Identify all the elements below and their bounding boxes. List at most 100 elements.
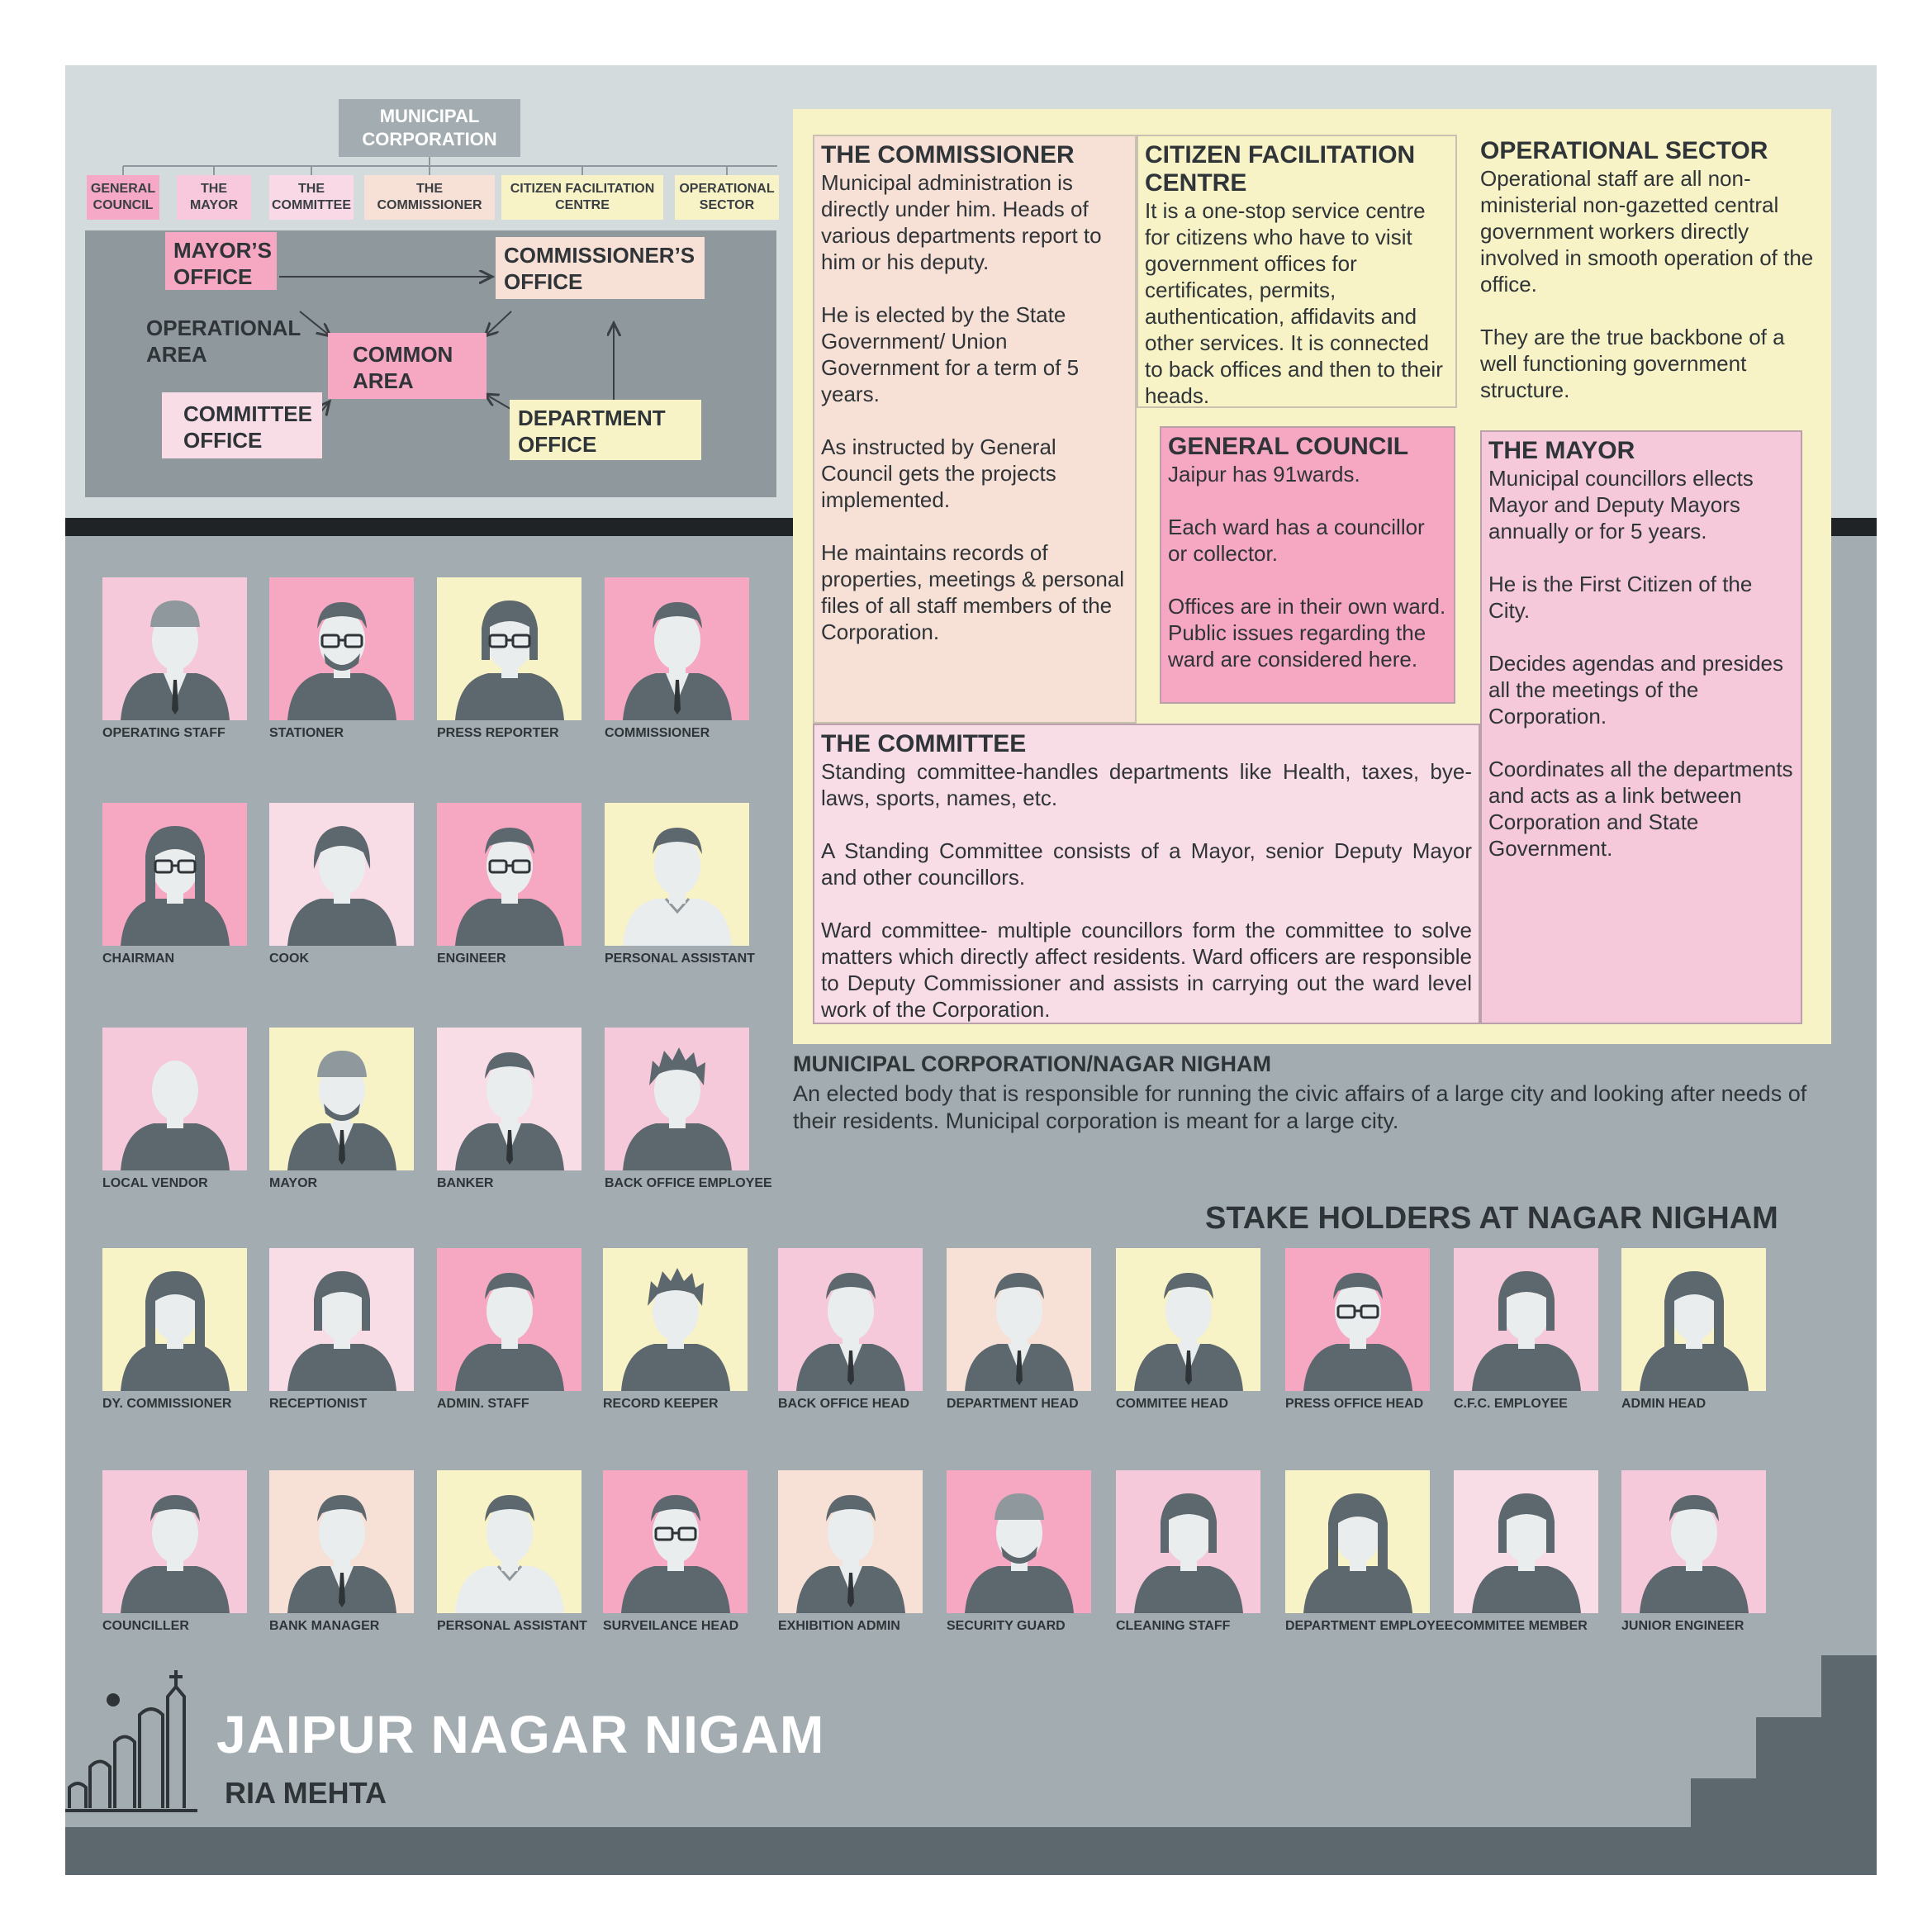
stakeholder-label: EXHIBITION ADMIN [778, 1619, 900, 1633]
general-council-paragraph: Jaipur has 91wards. [1168, 462, 1360, 487]
stakeholder-label: PRESS REPORTER [437, 726, 559, 740]
stair-step [1821, 1655, 1877, 1827]
avatar-department-head [947, 1248, 1091, 1391]
stakeholder-label: PRESS OFFICE HEAD [1285, 1397, 1424, 1411]
mayor-paragraph: Coordinates all the departments and acts… [1488, 757, 1793, 861]
general-council-paragraph: Each ward has a councillor or collector. [1168, 515, 1425, 566]
info-panel: THE COMMISSIONER Municipal administratio… [793, 109, 1831, 1044]
org-root-box: MUNICIPAL CORPORATION [339, 99, 520, 157]
avatar-department-employee [1285, 1470, 1430, 1613]
committee-paragraph: A Standing Committee consists of a Mayor… [821, 838, 1472, 890]
stakeholder-label: C.F.C. EMPLOYEE [1454, 1397, 1568, 1411]
stakeholder-label: STATIONER [269, 726, 344, 740]
general-council-title: GENERAL COUNCIL [1168, 433, 1409, 460]
stakeholder-label: DEPARTMENT HEAD [947, 1397, 1079, 1411]
operational-area-label: OPERATIONAL AREA [146, 316, 301, 367]
stakeholder-label: MAYOR [269, 1176, 318, 1190]
stakeholder-label: ADMIN. STAFF [437, 1397, 529, 1411]
mayors-office-box: MAYOR’S OFFICE [165, 232, 277, 290]
stakeholder-label: ENGINEER [437, 952, 506, 966]
avatar-security-guard [947, 1470, 1091, 1613]
stakeholder-label: COMMITEE MEMBER [1454, 1619, 1588, 1633]
stakeholder-label: DY. COMMISSIONER [102, 1397, 232, 1411]
commissioner-section: THE COMMISSIONER Municipal administratio… [813, 135, 1137, 724]
stakeholder-label: BANK MANAGER [269, 1619, 380, 1633]
committee-paragraph: Ward committee- multiple councillors for… [821, 918, 1472, 1022]
jaipur-monument-logo [65, 1670, 197, 1812]
stakeholder-label: RECEPTIONIST [269, 1397, 368, 1411]
cfc-paragraph: It is a one-stop service centre for citi… [1145, 198, 1443, 408]
avatar-engineer [437, 803, 581, 946]
stakeholders-title: STAKE HOLDERS AT NAGAR NIGHAM [1205, 1201, 1778, 1236]
mayor-paragraph: Decides agendas and presides all the mee… [1488, 651, 1784, 729]
avatar-bank-manager [269, 1470, 414, 1613]
commissioner-paragraph: As instructed by General Council gets th… [821, 434, 1056, 512]
stakeholder-label: OPERATING STAFF [102, 726, 225, 740]
avatar-mayor [269, 1028, 414, 1170]
stakeholder-label: LOCAL VENDOR [102, 1176, 208, 1190]
stakeholder-label: BACK OFFICE HEAD [778, 1397, 910, 1411]
stakeholder-label: COOK [269, 952, 309, 966]
bottom-bar [65, 1827, 1877, 1875]
poster: MUNICIPAL CORPORATION GENERAL COUNCIL TH… [65, 65, 1877, 1875]
stakeholder-label: COMMITEE HEAD [1116, 1397, 1228, 1411]
avatar-surveilance-head [603, 1470, 748, 1613]
org-chart-connectors [122, 157, 777, 175]
stakeholder-label: PERSONAL ASSISTANT [605, 952, 755, 966]
avatar-admin-staff [437, 1248, 581, 1391]
mayor-title: THE MAYOR [1488, 437, 1635, 464]
commissioner-paragraph: Municipal administration is directly und… [821, 170, 1102, 274]
stair-step [1756, 1717, 1821, 1827]
municipal-corporation-title: MUNICIPAL CORPORATION/NAGAR NIGHAM [793, 1051, 1271, 1076]
org-branch-the-committee: THE COMMITTEE [269, 175, 354, 220]
office-layout-diagram: MAYOR’S OFFICE COMMISSIONER’S OFFICE OPE… [85, 230, 776, 497]
stakeholder-label: COUNCILLER [102, 1619, 189, 1633]
operational-sector-paragraph: Operational staff are all non-ministeria… [1480, 166, 1814, 297]
avatar-chairman [102, 803, 247, 946]
common-area-box: COMMON AREA [328, 333, 487, 399]
avatar-record-keeper [603, 1248, 748, 1391]
stakeholder-label: BACK OFFICE EMPLOYEE [605, 1176, 772, 1190]
avatar-stationer [269, 577, 414, 720]
avatar-commitee-head [1116, 1248, 1260, 1391]
org-branch-citizen-facilitation-centre: CITIZEN FACILITATION CENTRE [501, 175, 663, 220]
commissioners-office-box: COMMISSIONER’S OFFICE [496, 237, 705, 299]
committee-office-box: COMMITTEE OFFICE [162, 392, 322, 458]
avatar-counciller [102, 1470, 247, 1613]
stakeholder-label: SURVEILANCE HEAD [603, 1619, 739, 1633]
operational-sector-title: OPERATIONAL SECTOR [1480, 137, 1768, 164]
operational-sector-paragraph: They are the true backbone of a well fun… [1480, 325, 1785, 402]
avatar-back-office-head [778, 1248, 923, 1391]
avatar-dy-commissioner [102, 1248, 247, 1391]
avatar-operating-staff [102, 577, 247, 720]
avatar-commissioner [605, 577, 749, 720]
avatar-press-reporter [437, 577, 581, 720]
org-branch-the-mayor: THE MAYOR [177, 175, 251, 220]
avatar-cook [269, 803, 414, 946]
avatar-personal-assistant [437, 1470, 581, 1613]
office-flow-arrows [279, 230, 776, 497]
avatar-receptionist [269, 1248, 414, 1391]
stakeholder-label: COMMISSIONER [605, 726, 710, 740]
stakeholder-label: BANKER [437, 1176, 494, 1190]
operational-sector-section: OPERATIONAL SECTOR Operational staff are… [1474, 132, 1820, 405]
avatar-cleaning-staff [1116, 1470, 1260, 1613]
general-council-section: GENERAL COUNCIL Jaipur has 91wards. Each… [1160, 426, 1455, 704]
brand-title: JAIPUR NAGAR NIGAM [216, 1705, 825, 1764]
stakeholder-label: ADMIN HEAD [1621, 1397, 1707, 1411]
avatar-press-office-head [1285, 1248, 1430, 1391]
avatar-admin-head [1621, 1248, 1766, 1391]
municipal-corporation-description: An elected body that is responsible for … [793, 1081, 1807, 1133]
stakeholder-label: CHAIRMAN [102, 952, 175, 966]
commissioner-paragraph: He maintains records of properties, meet… [821, 540, 1125, 644]
org-branch-general-council: GENERAL COUNCIL [87, 175, 159, 220]
org-branch-operational-sector: OPERATIONAL SECTOR [675, 175, 779, 220]
avatar-junior-engineer [1621, 1470, 1766, 1613]
avatar-exhibition-admin [778, 1470, 923, 1613]
committee-section: THE COMMITTEE Standing committee-handles… [813, 724, 1480, 1024]
committee-title: THE COMMITTEE [821, 730, 1027, 757]
department-office-box: DEPARTMENT OFFICE [510, 400, 701, 460]
mayor-paragraph: He is the First Citizen of the City. [1488, 572, 1753, 623]
general-council-paragraph: Offices are in their own ward. Public is… [1168, 594, 1446, 672]
avatar-back-office-employee [605, 1028, 749, 1170]
